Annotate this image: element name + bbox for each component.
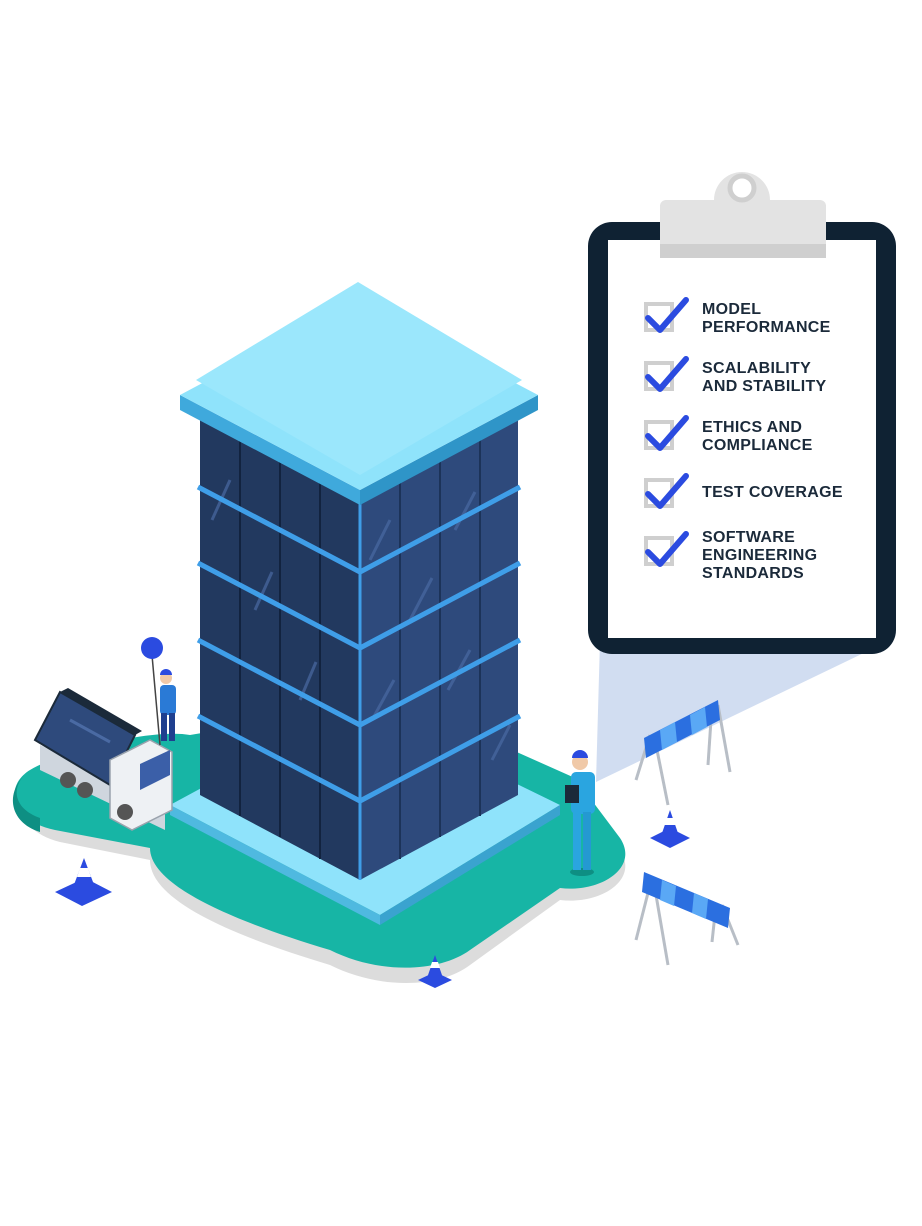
checklist-item-software-engineering: SOFTWARE ENGINEERING STANDARDS bbox=[642, 526, 872, 583]
glass-reflections bbox=[210, 479, 512, 761]
worker-with-balloon bbox=[141, 637, 176, 746]
checklist-item-label: TEST COVERAGE bbox=[702, 484, 843, 501]
checklist-item-label: MODEL PERFORMANCE bbox=[702, 301, 831, 336]
barricade-icon bbox=[634, 872, 740, 966]
checkmark-icon bbox=[645, 531, 689, 567]
building-roof-side-right bbox=[360, 395, 538, 505]
truck-icon bbox=[33, 688, 173, 831]
checklist-item-label: SCALABILITY AND STABILITY bbox=[702, 360, 827, 395]
ground-edge bbox=[12, 770, 40, 832]
checkbox bbox=[642, 473, 689, 514]
checkmark-icon bbox=[645, 356, 689, 392]
checklist-item-test-coverage: TEST COVERAGE bbox=[642, 473, 872, 514]
worker-inspector bbox=[565, 750, 595, 876]
checkmark-icon bbox=[645, 297, 689, 333]
checkbox bbox=[642, 531, 689, 572]
building-windows-right bbox=[399, 431, 481, 859]
building-base-side-right bbox=[380, 805, 560, 925]
checklist-item-ethics: ETHICS AND COMPLIANCE bbox=[642, 415, 872, 456]
clipboard-clip-icon bbox=[660, 200, 826, 256]
checkbox bbox=[642, 415, 689, 456]
traffic-cone-icon bbox=[418, 955, 452, 988]
checklist-item-model-performance: MODEL PERFORMANCE bbox=[642, 297, 872, 338]
checkmark-icon bbox=[645, 473, 689, 509]
building-windows-left bbox=[239, 431, 321, 859]
checkmark-icon bbox=[645, 415, 689, 451]
traffic-cone-icon bbox=[55, 858, 112, 906]
balloon-icon bbox=[141, 637, 163, 659]
checklist-item-scalability: SCALABILITY AND STABILITY bbox=[642, 356, 872, 397]
building-roof-side-left bbox=[180, 395, 360, 505]
checkbox bbox=[642, 356, 689, 397]
spotlight-beam bbox=[596, 640, 870, 782]
traffic-cone-icon bbox=[650, 810, 690, 848]
checklist-item-label: SOFTWARE ENGINEERING STANDARDS bbox=[702, 529, 818, 582]
checklist-item-label: ETHICS AND COMPLIANCE bbox=[702, 419, 813, 454]
building-base-side bbox=[170, 805, 380, 925]
building-roof-top bbox=[196, 282, 522, 475]
barricade-icon bbox=[634, 700, 732, 806]
checkbox bbox=[642, 297, 689, 338]
